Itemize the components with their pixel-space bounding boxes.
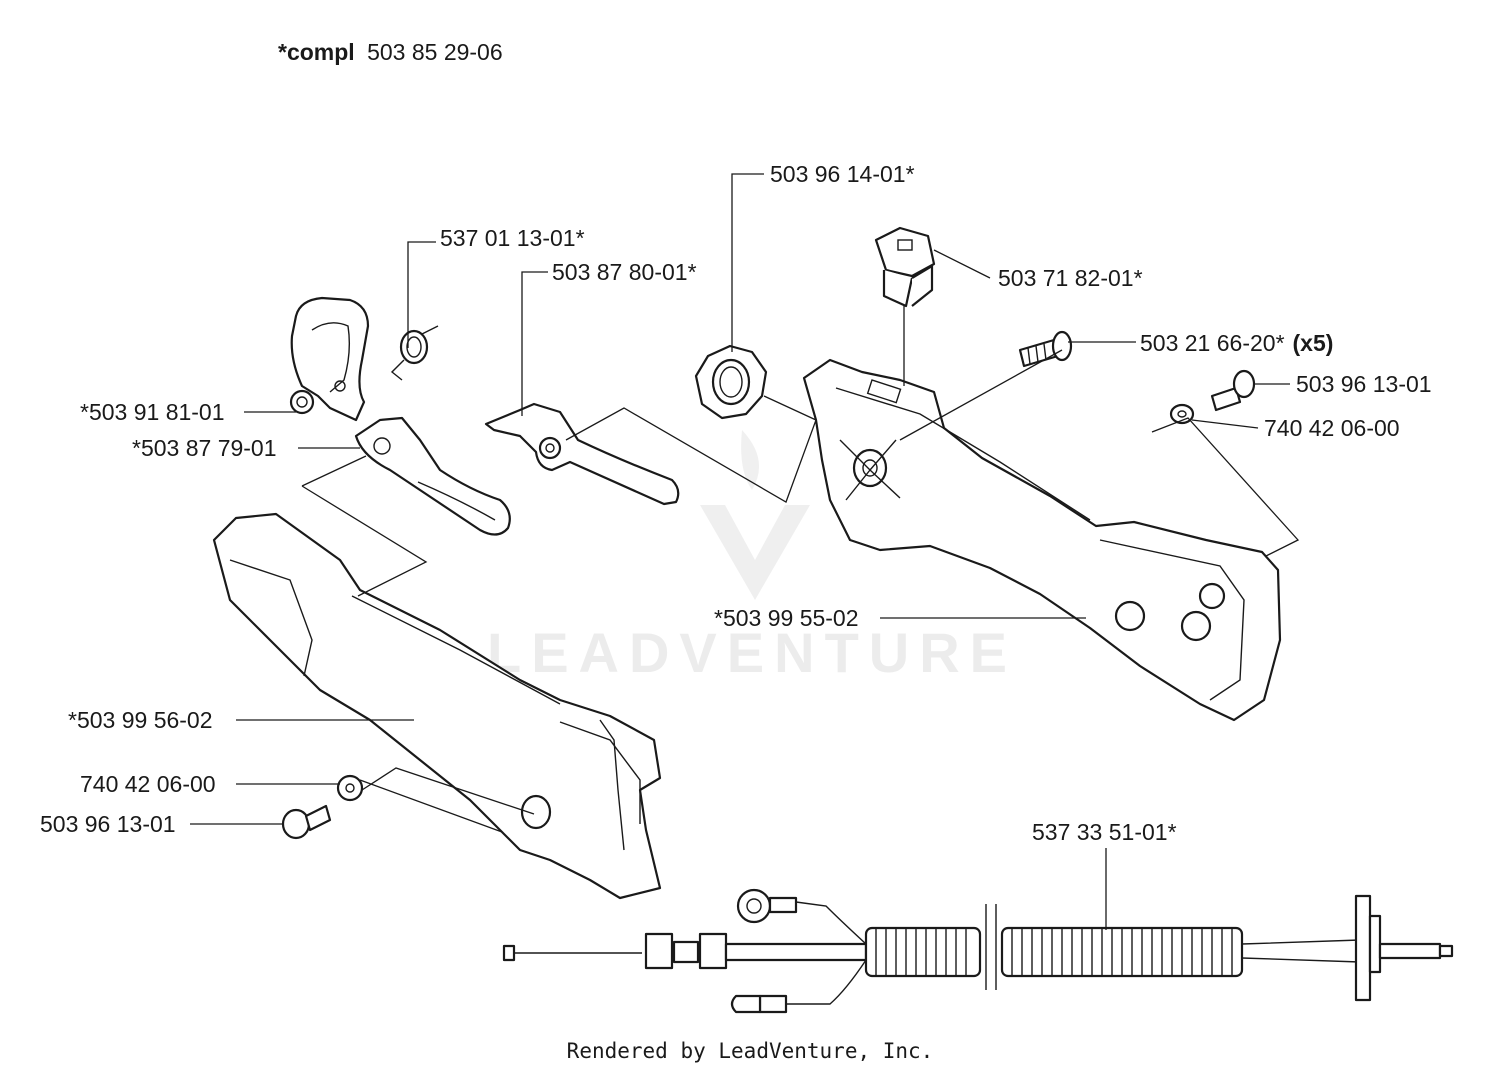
- leader-lines: [190, 173, 1300, 930]
- label-503-21-66-20: 503 21 66-20*(x5): [1140, 330, 1333, 356]
- compl-label: *compl 503 85 29-06: [278, 39, 503, 65]
- label-503-96-13-01-left: 503 96 13-01: [40, 811, 176, 837]
- label-503-99-56-02: *503 99 56-02: [68, 707, 213, 733]
- throttle-trigger-part: [354, 416, 511, 536]
- throttle-lever-part: [484, 402, 680, 506]
- label-503-96-14-01: 503 96 14-01*: [770, 161, 915, 187]
- stop-switch-part: [874, 226, 936, 308]
- label-503-87-79-01: *503 87 79-01: [132, 435, 277, 461]
- handle-screw-part: [1018, 330, 1073, 368]
- left-washer-part: [336, 774, 364, 802]
- label-740-42-06-00-right: 740 42 06-00: [1264, 415, 1400, 441]
- cable-harness-part: [502, 888, 1454, 1014]
- left-screw-part: [281, 804, 332, 840]
- handle-half-right-part: [802, 358, 1282, 722]
- grommet-ring-part: [694, 344, 768, 420]
- watermark: LEADVENTURE: [487, 430, 1017, 684]
- footer-credit: Rendered by LeadVenture, Inc.: [567, 1039, 934, 1063]
- right-screw-part: [1210, 369, 1256, 412]
- spring-part: [390, 325, 439, 381]
- label-503-99-55-02: *503 99 55-02: [714, 605, 859, 631]
- label-537-33-51-01: 537 33 51-01*: [1032, 819, 1177, 845]
- label-503-71-82-01: 503 71 82-01*: [998, 265, 1143, 291]
- watermark-text: LEADVENTURE: [487, 621, 1017, 684]
- label-503-87-80-01: 503 87 80-01*: [552, 259, 697, 285]
- label-740-42-06-00-left: 740 42 06-00: [80, 771, 216, 797]
- lockout-bracket-part: [289, 296, 370, 422]
- handle-half-left-part: [212, 512, 662, 900]
- label-503-91-81-01: *503 91 81-01: [80, 399, 225, 425]
- label-537-01-13-01: 537 01 13-01*: [440, 225, 585, 251]
- label-503-96-13-01-right: 503 96 13-01: [1296, 371, 1432, 397]
